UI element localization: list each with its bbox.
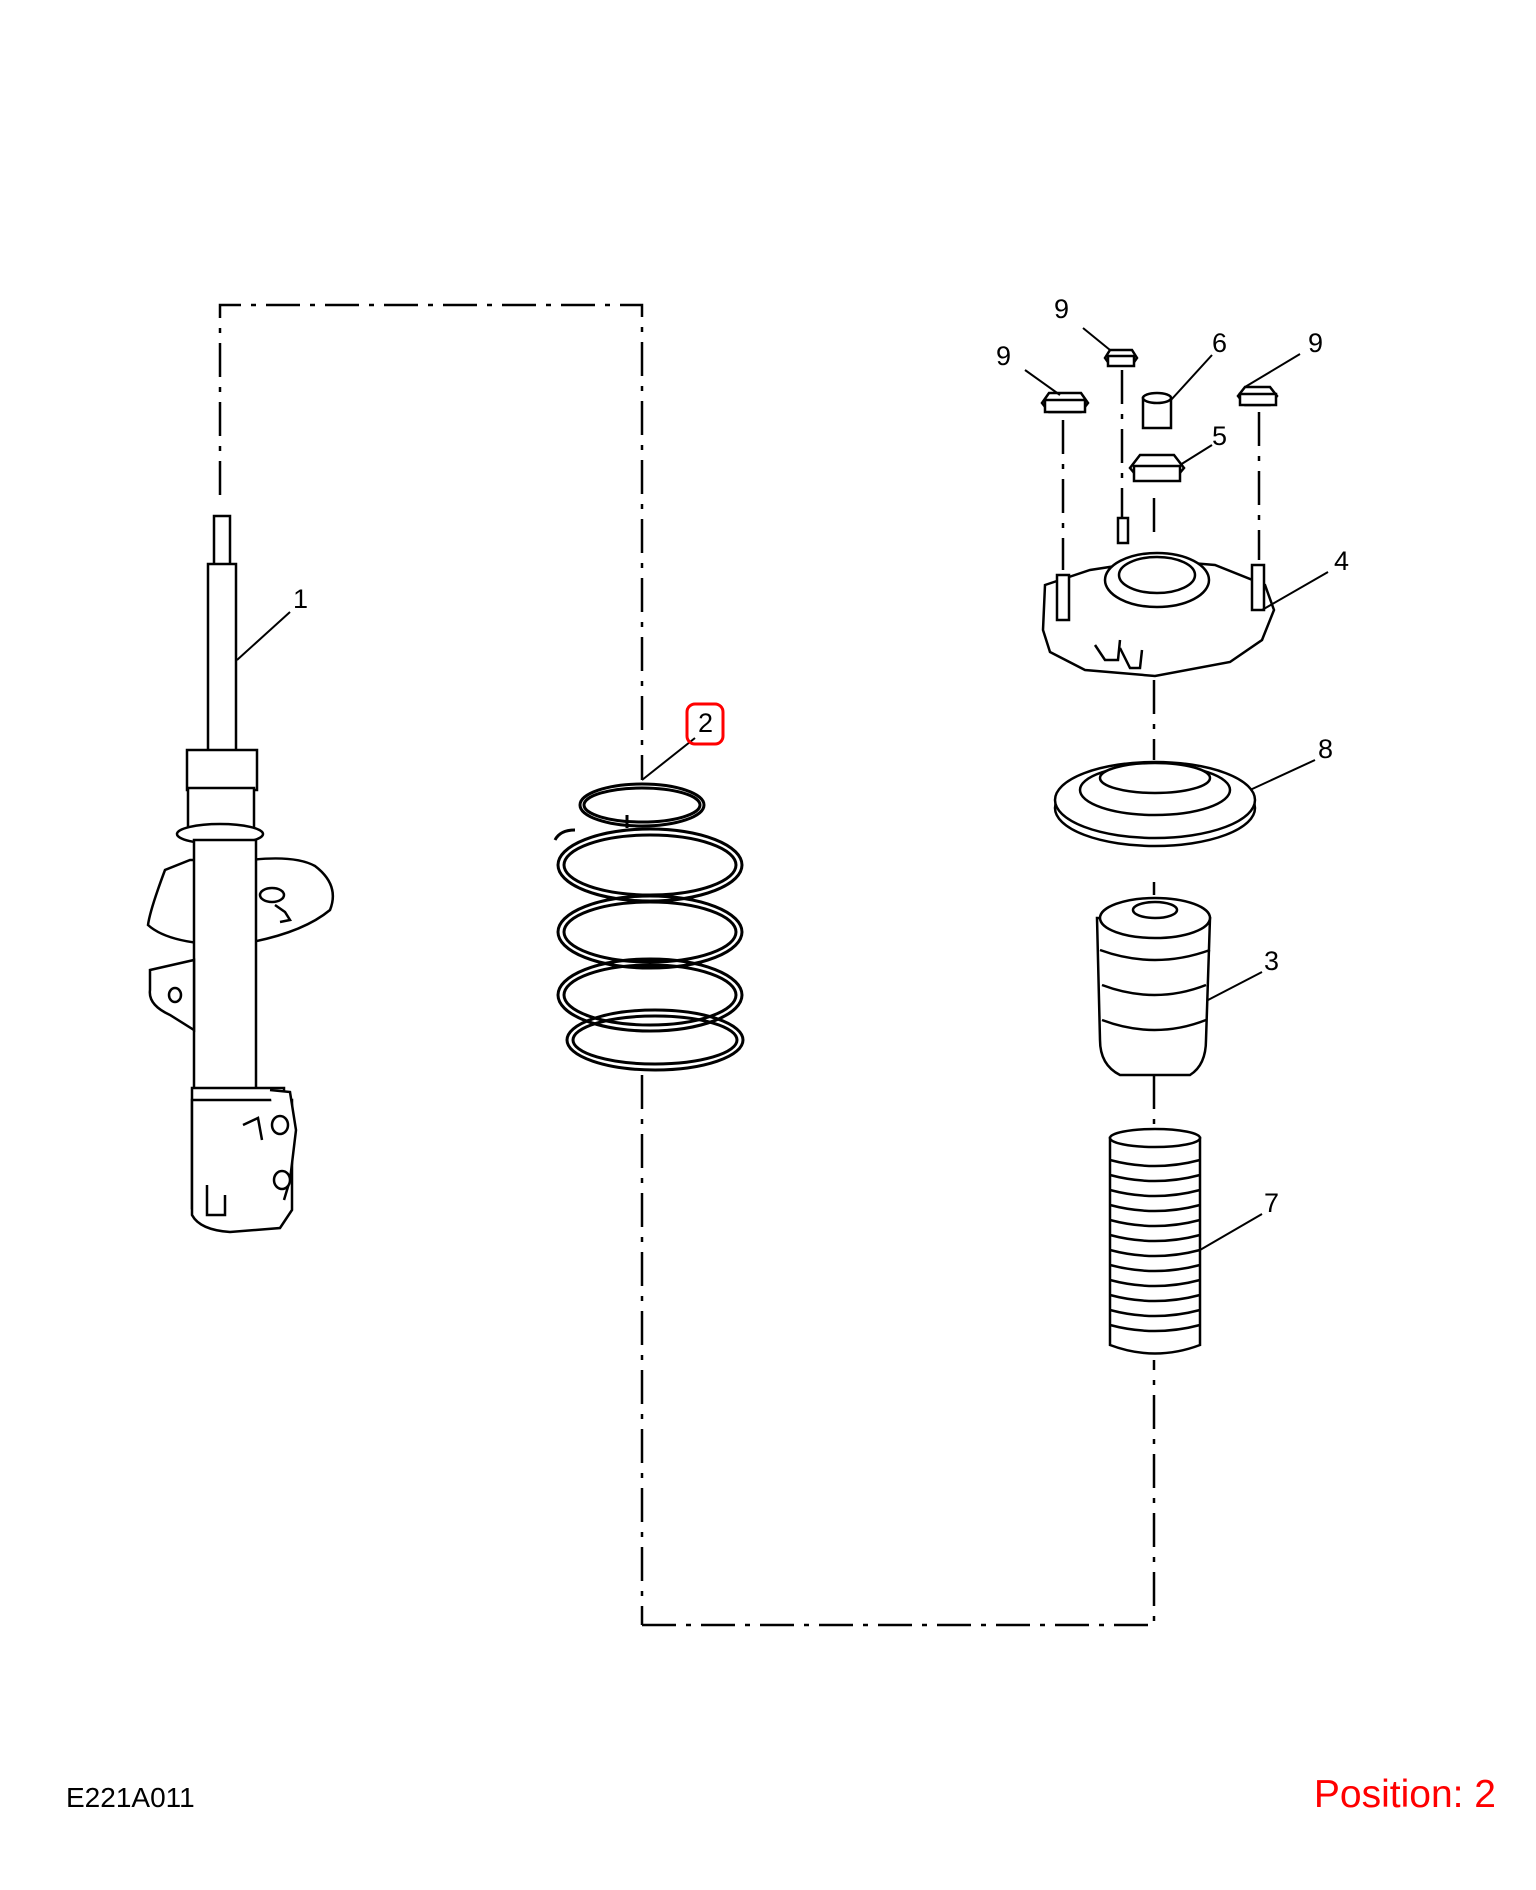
callout-1[interactable]: 1 xyxy=(293,584,308,614)
mounting-nut-left[interactable] xyxy=(1040,391,1090,414)
callout-9-center[interactable]: 9 xyxy=(1054,294,1069,324)
bump-stop[interactable] xyxy=(1095,896,1212,1077)
dust-boot[interactable] xyxy=(1108,1127,1202,1355)
strut-assembly[interactable] xyxy=(146,514,335,1234)
mounting-nut-right[interactable] xyxy=(1236,385,1279,407)
coil-spring[interactable] xyxy=(553,782,745,1072)
callout-6[interactable]: 6 xyxy=(1212,328,1227,358)
callout-9-right[interactable]: 9 xyxy=(1308,328,1323,358)
assembly-guide-lines xyxy=(218,303,1261,1627)
callout-highlight xyxy=(685,702,725,746)
leader-lines xyxy=(236,327,1329,1251)
callout-5[interactable]: 5 xyxy=(1212,421,1227,451)
callout-9-left[interactable]: 9 xyxy=(996,341,1011,371)
callout-8[interactable]: 8 xyxy=(1318,734,1333,764)
strut-top-mount[interactable] xyxy=(1041,516,1276,678)
callout-7[interactable]: 7 xyxy=(1264,1188,1279,1218)
position-indicator: Position: 2 xyxy=(1313,1773,1496,1816)
callout-4[interactable]: 4 xyxy=(1334,546,1349,576)
figure-code: E221A011 xyxy=(66,1782,195,1813)
mounting-nut-center[interactable] xyxy=(1103,348,1139,368)
center-nut[interactable] xyxy=(1128,453,1186,483)
callout-2[interactable]: 2 xyxy=(698,708,713,738)
callout-3[interactable]: 3 xyxy=(1264,946,1279,976)
center-bolt-cap[interactable] xyxy=(1141,391,1173,430)
spring-upper-seat[interactable] xyxy=(1053,760,1257,848)
